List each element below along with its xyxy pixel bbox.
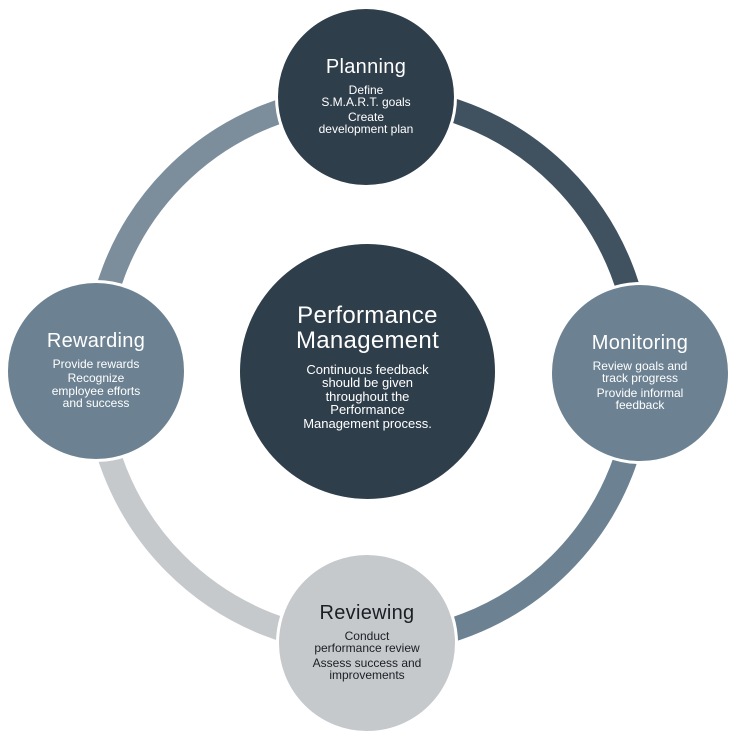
rewarding-item-rewards: Provide rewards <box>52 356 140 371</box>
monitoring-item-review: Review goals and track progress <box>592 358 688 385</box>
planning-item-plan: Create development plan <box>318 109 414 136</box>
monitoring-item-feedback: Provide informal feedback <box>596 385 684 412</box>
center-title: Performance Management <box>295 301 440 354</box>
center-body: Continuous feedback should be given thro… <box>303 361 432 431</box>
rewarding-stage: Rewarding Provide rewards Recognize empl… <box>5 280 187 462</box>
planning-title: Planning <box>325 55 407 78</box>
rewarding-title: Rewarding <box>46 329 146 352</box>
rewarding-item-recognize: Recognize employee efforts and success <box>51 371 141 410</box>
planning-item-goals: Define S.M.A.R.T. goals <box>321 82 411 109</box>
reviewing-title: Reviewing <box>319 601 415 624</box>
reviewing-item-conduct: Conduct performance review <box>314 628 420 655</box>
center-performance-management: Performance Management Continuous feedba… <box>240 244 495 499</box>
monitoring-title: Monitoring <box>591 331 689 354</box>
planning-stage: Planning Define S.M.A.R.T. goals Create … <box>275 6 457 188</box>
monitoring-stage: Monitoring Review goals and track progre… <box>549 282 731 464</box>
reviewing-item-assess: Assess success and improvements <box>312 655 422 682</box>
reviewing-stage: Reviewing Conduct performance review Ass… <box>276 552 458 734</box>
